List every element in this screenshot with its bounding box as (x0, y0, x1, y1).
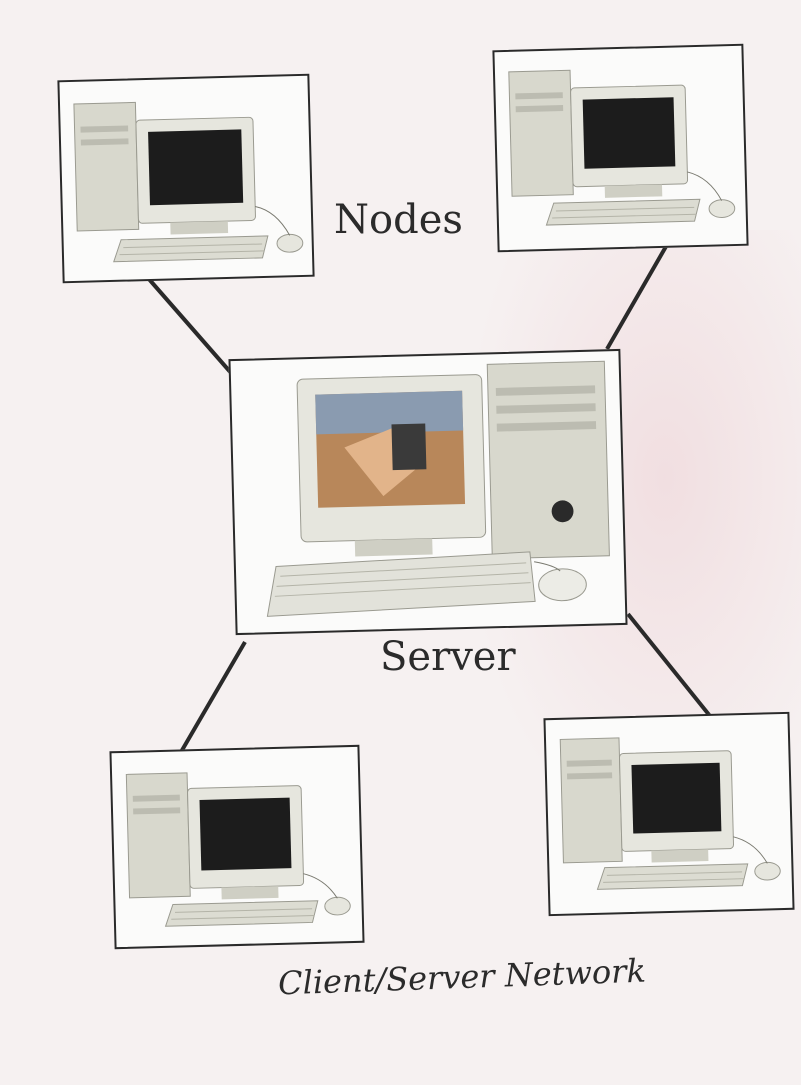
desktop-computer-icon (508, 69, 736, 226)
desktop-computer-icon (73, 101, 304, 263)
server-computer-icon (266, 360, 610, 617)
link-bottom-left (179, 640, 247, 754)
server-label: Server (380, 634, 516, 680)
link-top-left (146, 276, 234, 376)
link-top-right (605, 242, 670, 350)
node-computer-bottom-left (109, 744, 365, 950)
node-computer-top-left (57, 73, 315, 284)
server-computer (228, 348, 628, 636)
node-computer-bottom-right (543, 711, 795, 917)
desktop-computer-icon (125, 772, 351, 927)
nodes-label: Nodes (334, 197, 463, 243)
link-bottom-right (626, 612, 712, 718)
node-computer-top-right (492, 43, 749, 253)
desktop-computer-icon (559, 737, 781, 890)
